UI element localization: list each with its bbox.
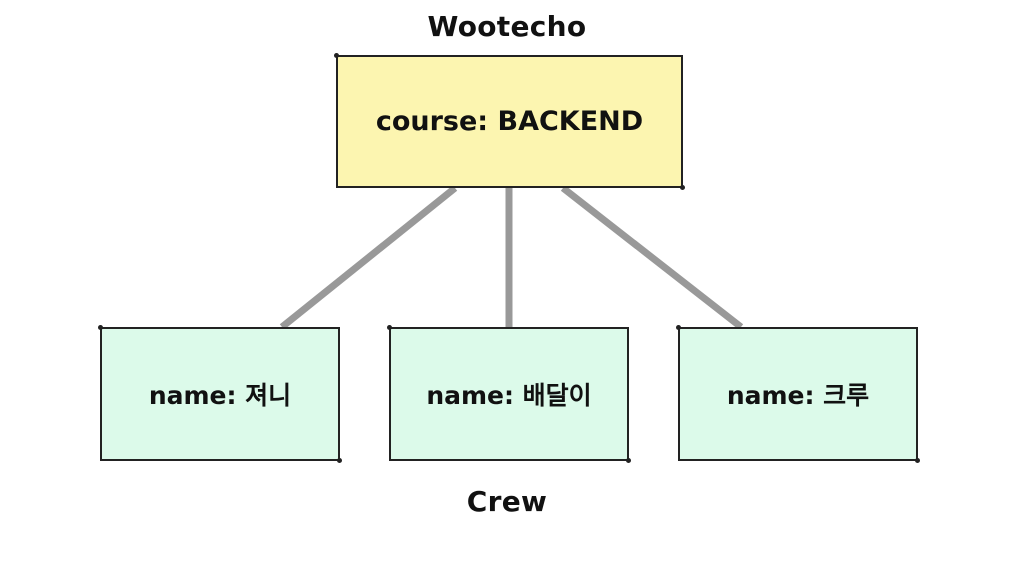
course-label: course: BACKEND [375,106,644,137]
crew-name-label: name: 크루 [726,381,870,410]
crew-box-baedali: name: 배달이 [387,325,631,463]
wootecho-title: Wootecho [427,10,587,43]
crew-name-label: name: 배달이 [426,381,592,410]
crew-name-label: name: 져니 [148,381,292,410]
crew-title: Crew [466,485,548,518]
course-box: course: BACKEND [334,53,685,190]
crew-box-crew: name: 크루 [676,325,920,463]
connector-line-left [279,185,458,330]
crew-box-journey: name: 져니 [98,325,342,463]
connector-line-right [560,185,744,330]
